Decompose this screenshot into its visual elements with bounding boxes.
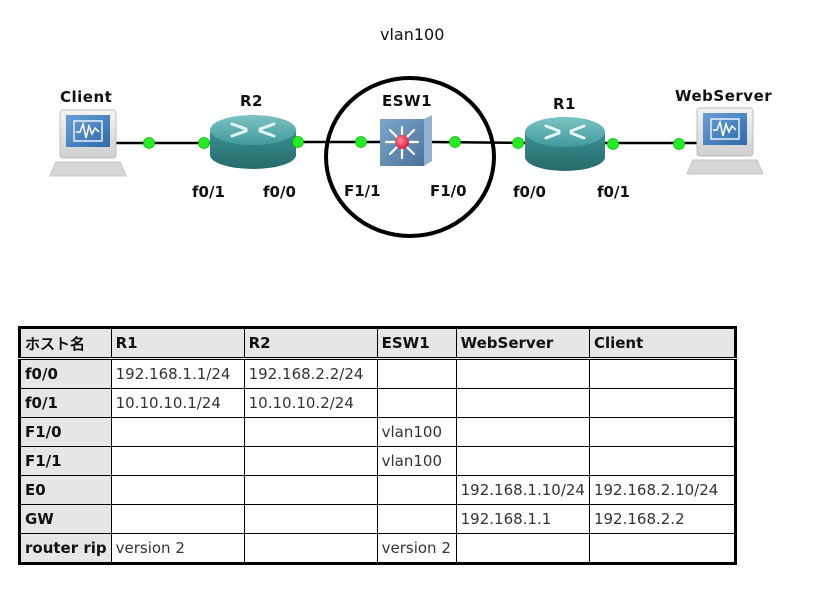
cell [588, 446, 736, 476]
cell [376, 388, 457, 418]
cell [376, 358, 457, 389]
cell: 10.10.10.1/24 [110, 388, 245, 418]
port-label-r1-f00: f0/0 [513, 183, 546, 201]
cell [243, 533, 378, 564]
row-label: E0 [19, 475, 112, 505]
table-row: f0/1 10.10.10.1/24 10.10.10.2/24 [19, 388, 736, 418]
cell [110, 446, 245, 476]
cell [376, 504, 457, 534]
cell: 192.168.1.1 [455, 504, 590, 534]
led-esw1-f11 [355, 136, 367, 148]
row-label: F1/0 [19, 417, 112, 447]
webserver-pc-icon[interactable] [686, 107, 764, 175]
port-label-r2-f00: f0/0 [263, 183, 296, 201]
port-label-esw1-f10: F1/0 [430, 182, 467, 200]
client-label: Client [60, 88, 113, 106]
port-label-r2-f01: f0/1 [192, 183, 225, 201]
cell [243, 504, 378, 534]
r1-router-icon[interactable] [525, 117, 605, 171]
cell: 10.10.10.2/24 [243, 388, 378, 418]
cell [110, 475, 245, 505]
cell: 192.168.1.1/24 [110, 358, 245, 389]
cell [455, 388, 590, 418]
row-label: router rip [19, 533, 112, 564]
header-webserver: WebServer [455, 327, 590, 360]
client-pc-icon[interactable] [49, 109, 127, 177]
cell [455, 358, 590, 389]
cell: version 2 [376, 533, 457, 564]
cell: 192.168.2.2/24 [243, 358, 378, 389]
header-hostname: ホスト名 [19, 327, 112, 360]
vlan-circle [324, 76, 496, 238]
cell: version 2 [110, 533, 245, 564]
cell [455, 417, 590, 447]
led-client [143, 137, 155, 149]
webserver-label: WebServer [675, 87, 773, 105]
port-leds [143, 136, 685, 150]
cell [588, 533, 736, 564]
network-topology [49, 76, 764, 238]
cell [243, 446, 378, 476]
header-r1: R1 [110, 327, 245, 360]
r1-label: R1 [553, 95, 576, 113]
row-label: f0/1 [19, 388, 112, 418]
led-r2-f00 [292, 136, 304, 148]
led-r1-f01 [607, 138, 619, 150]
vlan-label: vlan100 [380, 25, 445, 44]
led-esw1-f10 [449, 136, 461, 148]
esw1-switch-icon[interactable] [380, 115, 432, 166]
esw1-label: ESW1 [382, 92, 433, 110]
r2-label: R2 [240, 92, 263, 110]
table-header-row: ホスト名 R1 R2 ESW1 WebServer Client [19, 327, 736, 360]
r2-router-icon[interactable] [210, 115, 296, 169]
header-client: Client [588, 327, 736, 360]
cell [455, 446, 590, 476]
cell: vlan100 [376, 417, 457, 447]
row-label: f0/0 [19, 358, 112, 389]
led-webserver [673, 138, 685, 150]
port-label-r1-f01: f0/1 [597, 183, 630, 201]
cell [376, 475, 457, 505]
table-row: F1/0 vlan100 [19, 417, 736, 447]
host-config-table: ホスト名 R1 R2 ESW1 WebServer Client f0/0 19… [18, 326, 737, 565]
cell [588, 358, 736, 389]
cell [110, 417, 245, 447]
led-r1-f00 [512, 137, 524, 149]
header-r2: R2 [243, 327, 378, 360]
led-r2-f01 [198, 137, 210, 149]
row-label: F1/1 [19, 446, 112, 476]
cell: 192.168.1.10/24 [455, 475, 590, 505]
port-label-esw1-f11: F1/1 [344, 182, 381, 200]
cell [243, 417, 378, 447]
cell: vlan100 [376, 446, 457, 476]
cell [588, 388, 736, 418]
table-row: router rip version 2 version 2 [19, 533, 736, 564]
table-row: F1/1 vlan100 [19, 446, 736, 476]
cell [588, 417, 736, 447]
table-row: f0/0 192.168.1.1/24 192.168.2.2/24 [19, 358, 736, 389]
cell: 192.168.2.10/24 [588, 475, 736, 505]
table-row: E0 192.168.1.10/24 192.168.2.10/24 [19, 475, 736, 505]
header-esw1: ESW1 [376, 327, 457, 360]
cell: 192.168.2.2 [588, 504, 736, 534]
cell [455, 533, 590, 564]
table-row: GW 192.168.1.1 192.168.2.2 [19, 504, 736, 534]
cell [110, 504, 245, 534]
cell [243, 475, 378, 505]
row-label: GW [19, 504, 112, 534]
